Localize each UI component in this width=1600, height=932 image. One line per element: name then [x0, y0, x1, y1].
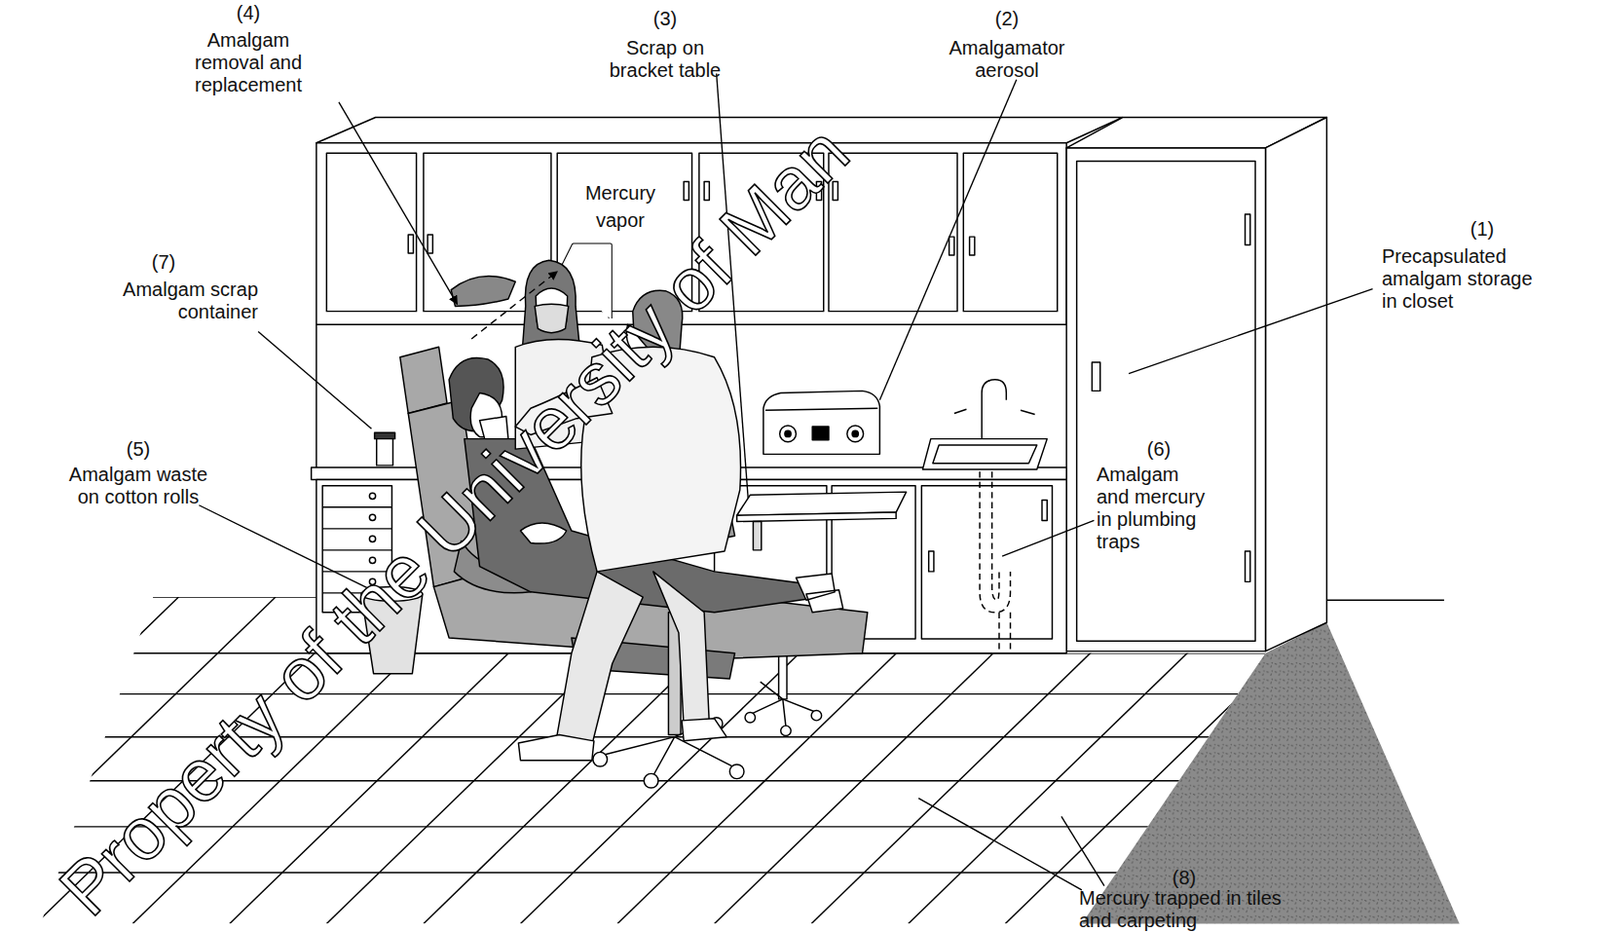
- assistant-stool: [744, 653, 822, 737]
- closet-handle: [1091, 362, 1100, 391]
- hinge: [1245, 214, 1251, 245]
- leader-line: [879, 79, 1016, 401]
- dentist-stool: [593, 751, 608, 767]
- assistant-stool: [811, 709, 821, 720]
- door-handles: [408, 234, 413, 254]
- scrap-container: [376, 437, 394, 466]
- callout-number: (2): [977, 7, 1037, 30]
- callout-text: Mercury trapped in tiles and carpeting: [1079, 887, 1289, 932]
- wall-floor-line: [1326, 598, 1445, 600]
- dentist-shoe: [518, 735, 595, 761]
- faucet-taps: [954, 409, 1036, 414]
- bracket-table: [737, 491, 907, 551]
- amalgamator: [847, 425, 864, 443]
- assistant-mask: [534, 303, 569, 333]
- cabinet-door: [963, 152, 1057, 311]
- faucet: [981, 379, 1006, 440]
- door-handles: [427, 234, 433, 254]
- headrest: [400, 346, 447, 413]
- leader-line: [918, 798, 1082, 891]
- callout-text: Amalgamator aerosol: [943, 37, 1071, 82]
- patient-hands: [520, 522, 566, 544]
- assistant-stool: [779, 653, 787, 700]
- plumbing-trap: [979, 471, 1010, 654]
- callout-number: (1): [1452, 218, 1512, 240]
- lower-cabinets: [369, 514, 375, 521]
- bracket-table: [737, 512, 896, 521]
- callout-text: Amalgam and mercury in plumbing traps: [1096, 463, 1212, 554]
- dentist-stool: [729, 764, 745, 780]
- amalgamator: [852, 430, 858, 437]
- lower-cabinets: [369, 535, 375, 542]
- callout-text: Scrap on bracket table: [604, 37, 727, 82]
- assistant-stool: [749, 681, 817, 727]
- bracket-table: [752, 521, 761, 551]
- callout-number: (6): [1129, 438, 1189, 460]
- door-handles: [683, 182, 689, 201]
- amalgamator: [784, 430, 791, 437]
- dentist-leg: [556, 571, 643, 745]
- sink: [922, 379, 1047, 654]
- assistant-stool: [744, 712, 755, 723]
- lower-cabinets: [369, 492, 375, 499]
- vapor-label: Mercury vapor: [566, 179, 674, 234]
- lower-cabinets: [322, 527, 392, 529]
- scrap-container: [374, 432, 396, 466]
- callout-text: Amalgam removal and replacement: [187, 29, 310, 97]
- carpet: [1081, 622, 1460, 924]
- storage-closet: [1066, 117, 1327, 652]
- door-handles: [704, 182, 709, 201]
- closet-side: [1265, 117, 1328, 652]
- closet-front: [1066, 148, 1266, 652]
- dentist-leg: [653, 571, 710, 727]
- leader-line: [338, 102, 458, 305]
- upper-cabinets: [315, 324, 317, 470]
- watermark: Property of the University of Man: [46, 113, 861, 929]
- callout-number: (4): [219, 1, 278, 24]
- amalgamator: [763, 390, 880, 454]
- leader-line: [1061, 816, 1105, 886]
- dentist-shoe: [681, 718, 727, 742]
- sink-basin: [922, 439, 1047, 470]
- callout-number: (5): [109, 438, 168, 460]
- assistant-hair: [522, 260, 581, 347]
- amalgamator-body: [763, 390, 880, 454]
- callout-number: (7): [134, 251, 193, 273]
- leader-line: [1128, 289, 1373, 374]
- dentist-stool: [643, 773, 659, 788]
- scrap-container: [374, 432, 396, 439]
- amalgamator: [780, 425, 797, 443]
- door-handles: [969, 236, 975, 256]
- vapor-arrow: [471, 271, 558, 339]
- leader-line: [258, 332, 372, 430]
- patient-feet: [795, 573, 843, 613]
- lower-cabinets: [322, 506, 392, 508]
- leader-line: [1002, 520, 1094, 557]
- closet-door: [1077, 161, 1256, 642]
- callout-text: Amalgam waste on cotton rolls: [65, 463, 212, 509]
- lamp-head: [450, 276, 516, 307]
- sink-door: [921, 485, 1052, 639]
- callout-text: Precapsulated amalgam storage in closet: [1381, 245, 1543, 313]
- amalgamator: [765, 408, 878, 410]
- callout-text: Amalgam scrap container: [111, 278, 259, 324]
- door-handle: [1041, 500, 1047, 521]
- callout-number: (8): [1154, 866, 1214, 889]
- amalgamator-display: [812, 426, 829, 441]
- callout-number: (3): [635, 7, 695, 30]
- door-handles: [949, 236, 955, 256]
- floor-grid: [0, 693, 1327, 695]
- door-handle: [929, 551, 934, 572]
- tray: [737, 491, 907, 516]
- hinge: [1245, 551, 1251, 582]
- cabinet-door: [326, 152, 416, 311]
- assistant-stool: [781, 725, 791, 736]
- sink-bowl: [932, 445, 1038, 464]
